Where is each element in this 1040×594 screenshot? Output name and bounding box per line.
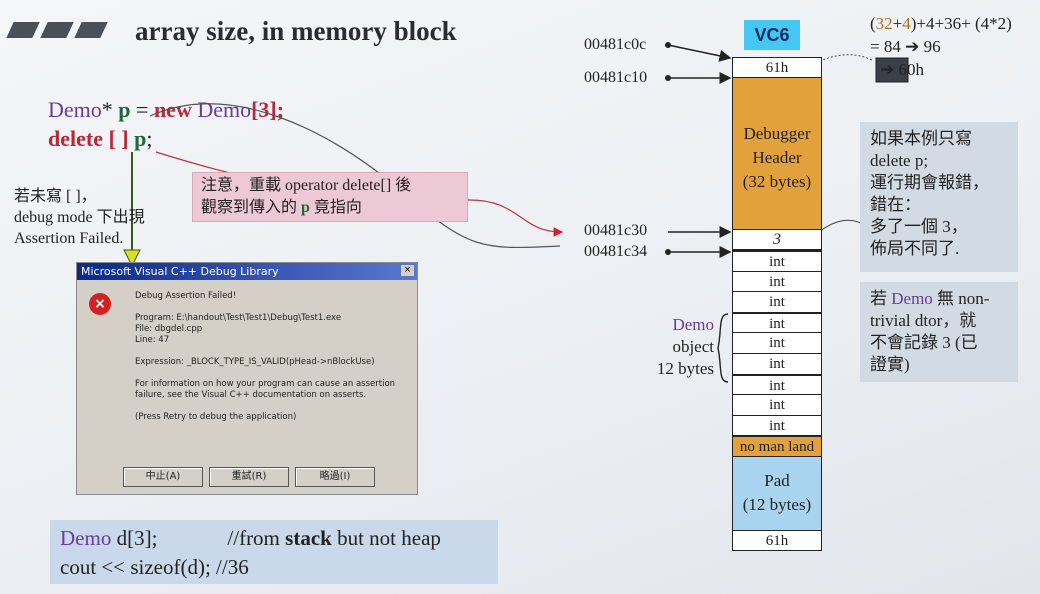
code-top: Demo* p = new Demo[3]; delete [ ] p; — [48, 95, 284, 153]
memory-int-cell: int — [732, 414, 822, 437]
memory-int-cell: int — [732, 250, 822, 272]
arrow-down-head — [123, 249, 141, 268]
code-bottom-line-1: Demo d[3];//from stack but not heap — [60, 526, 441, 550]
dialog-titlebar: Microsoft Visual C++ Debug Library × — [77, 263, 417, 280]
memory-cookie-top: 61h — [732, 57, 822, 78]
memory-int-cell: int — [732, 373, 822, 396]
dialog-close-button[interactable]: × — [401, 265, 414, 276]
brace — [717, 313, 729, 383]
pink-note: 注意，重載 operator delete[] 後 觀察到傳入的 p 竟指向 — [192, 172, 468, 222]
demo-object-label: Demo object 12 bytes — [656, 315, 714, 378]
calc-note: (32+4)+4+36+ (4*2) = 84 ➔ 96 ➔ 60h — [870, 14, 1012, 79]
memory-int-cell: int — [732, 332, 822, 354]
memory-int-cell: int — [732, 291, 822, 313]
address-2: 00481c30 — [584, 222, 648, 239]
code-line-2: delete [ ] p; — [48, 126, 153, 151]
code-bottom-line-2: cout << sizeof(d); //36 — [60, 555, 249, 579]
memory-int-cell: int — [732, 270, 822, 293]
error-icon: × — [89, 293, 111, 315]
doc-icon — [875, 57, 909, 83]
code-line-1: Demo* p = new Demo[3]; — [48, 97, 285, 122]
abort-button[interactable]: 中止(A) — [123, 467, 203, 487]
memory-no-man-land: no man land — [732, 436, 822, 457]
side-note-1: 如果本例只寫 delete p; 運行期會報錯， 錯在： 多了一個 3， 佈局不… — [860, 122, 1018, 272]
code-bottom: Demo d[3];//from stack but not heap cout… — [50, 520, 498, 584]
memory-int-cell: int — [732, 394, 822, 416]
ignore-button[interactable]: 略過(I) — [295, 467, 375, 487]
side-note-2: 若 Demo 無 non- trivial dtor，就 不會記錄 3 (已 證… — [860, 282, 1018, 382]
memory-cookie-bottom: 61h — [732, 530, 822, 551]
address-1: 00481c10 — [584, 69, 648, 86]
address-3: 00481c34 — [584, 243, 648, 260]
memory-pad: Pad (12 bytes) — [732, 456, 822, 531]
memory-int-cell: int — [732, 311, 822, 334]
address-0: 00481c0c — [584, 36, 647, 53]
dialog-body: Debug Assertion Failed! Program: E:\hand… — [135, 291, 396, 422]
memory-count: 3 — [732, 229, 822, 250]
memory-debug-header: Debugger Header (32 bytes) — [732, 77, 822, 230]
vc6-badge: VC6 — [744, 20, 800, 50]
slide-title: array size, in memory block — [135, 16, 457, 46]
addr-arrow-0 — [667, 44, 732, 62]
assertion-dialog: Microsoft Visual C++ Debug Library × × D… — [76, 262, 418, 495]
memory-int-cell: int — [732, 353, 822, 375]
arrow-cookie-to-calc — [804, 54, 873, 69]
left-note: 若未寫 [ ]， debug mode 下出現 Assertion Failed… — [14, 188, 145, 247]
retry-button[interactable]: 重試(R) — [209, 467, 289, 487]
